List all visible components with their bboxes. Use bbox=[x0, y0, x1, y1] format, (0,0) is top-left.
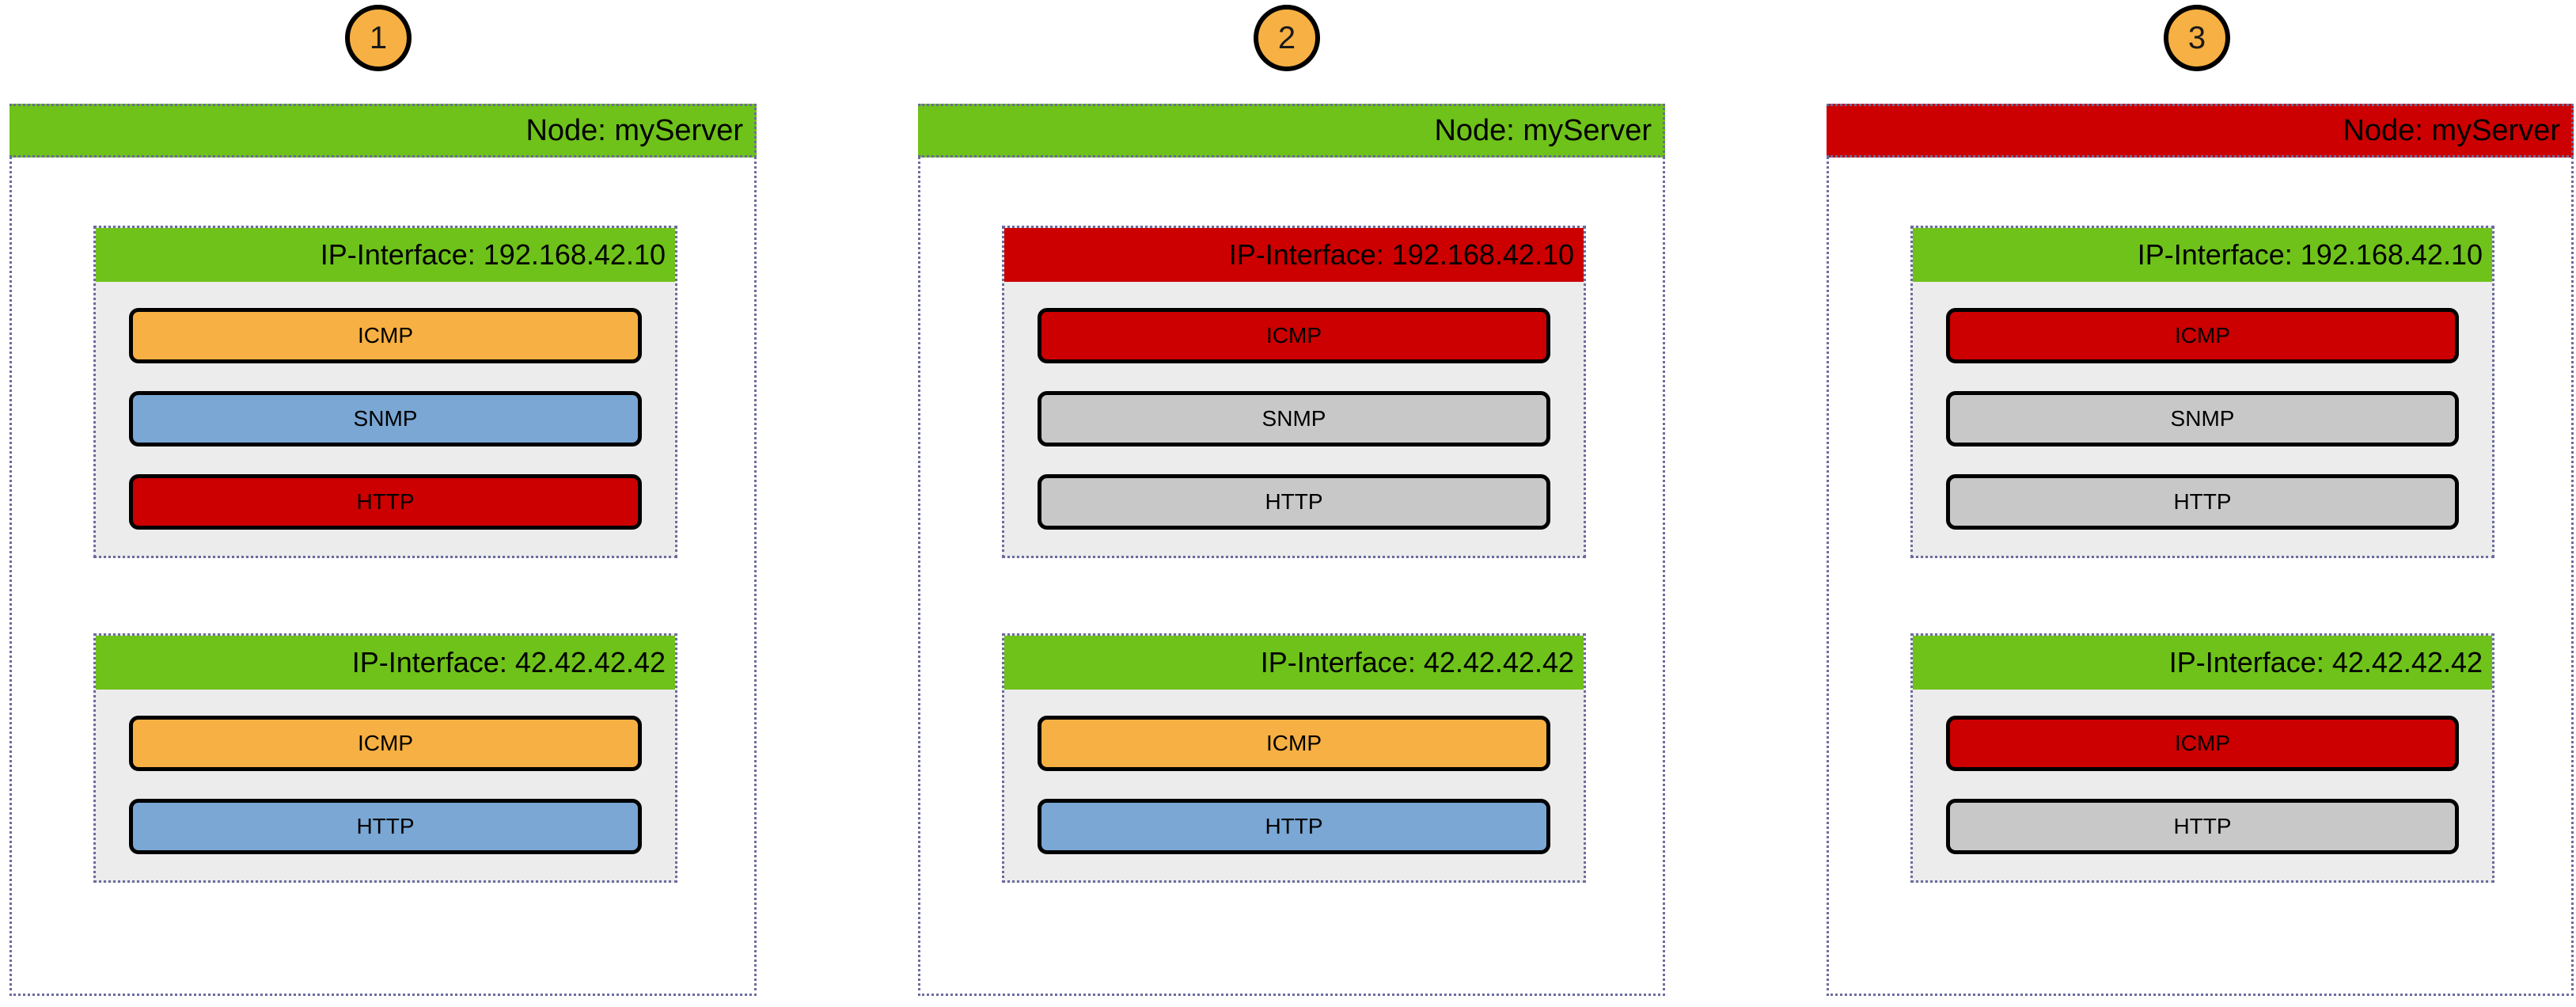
service-chip-icmp[interactable]: ICMP bbox=[129, 308, 642, 363]
step-badge-2: 2 bbox=[1254, 5, 1320, 71]
service-chip-snmp[interactable]: SNMP bbox=[1038, 391, 1550, 446]
service-list: ICMP SNMP HTTP bbox=[1004, 282, 1584, 556]
service-list: ICMP SNMP HTTP bbox=[96, 282, 675, 556]
service-chip-http[interactable]: HTTP bbox=[129, 474, 642, 530]
service-chip-http[interactable]: HTTP bbox=[1038, 474, 1550, 530]
node-status-header[interactable]: Node: myServer bbox=[9, 104, 757, 158]
ip-interface-status-header[interactable]: IP-Interface: 42.42.42.42 bbox=[96, 636, 675, 690]
service-chip-http[interactable]: HTTP bbox=[1946, 474, 2459, 530]
node-status-header[interactable]: Node: myServer bbox=[1827, 104, 2574, 158]
service-list: ICMP HTTP bbox=[96, 690, 675, 880]
service-chip-icmp[interactable]: ICMP bbox=[1946, 308, 2459, 363]
service-list: ICMP HTTP bbox=[1913, 690, 2492, 880]
ip-interface-status-header[interactable]: IP-Interface: 192.168.42.10 bbox=[1913, 228, 2492, 282]
service-chip-icmp[interactable]: ICMP bbox=[1038, 308, 1550, 363]
service-list: ICMP HTTP bbox=[1004, 690, 1584, 880]
service-chip-icmp[interactable]: ICMP bbox=[1946, 716, 2459, 771]
service-chip-icmp[interactable]: ICMP bbox=[129, 716, 642, 771]
ip-interface-status-header[interactable]: IP-Interface: 192.168.42.10 bbox=[96, 228, 675, 282]
ip-interface-status-header[interactable]: IP-Interface: 42.42.42.42 bbox=[1913, 636, 2492, 690]
service-chip-icmp[interactable]: ICMP bbox=[1038, 716, 1550, 771]
ip-interface-status-header[interactable]: IP-Interface: 192.168.42.10 bbox=[1004, 228, 1584, 282]
service-chip-http[interactable]: HTTP bbox=[129, 799, 642, 854]
service-chip-snmp[interactable]: SNMP bbox=[129, 391, 642, 446]
node-status-header[interactable]: Node: myServer bbox=[918, 104, 1665, 158]
service-list: ICMP SNMP HTTP bbox=[1913, 282, 2492, 556]
service-chip-http[interactable]: HTTP bbox=[1946, 799, 2459, 854]
step-badge-3: 3 bbox=[2164, 5, 2230, 71]
ip-interface-status-header[interactable]: IP-Interface: 42.42.42.42 bbox=[1004, 636, 1584, 690]
service-chip-snmp[interactable]: SNMP bbox=[1946, 391, 2459, 446]
service-chip-http[interactable]: HTTP bbox=[1038, 799, 1550, 854]
step-badge-1: 1 bbox=[345, 5, 412, 71]
